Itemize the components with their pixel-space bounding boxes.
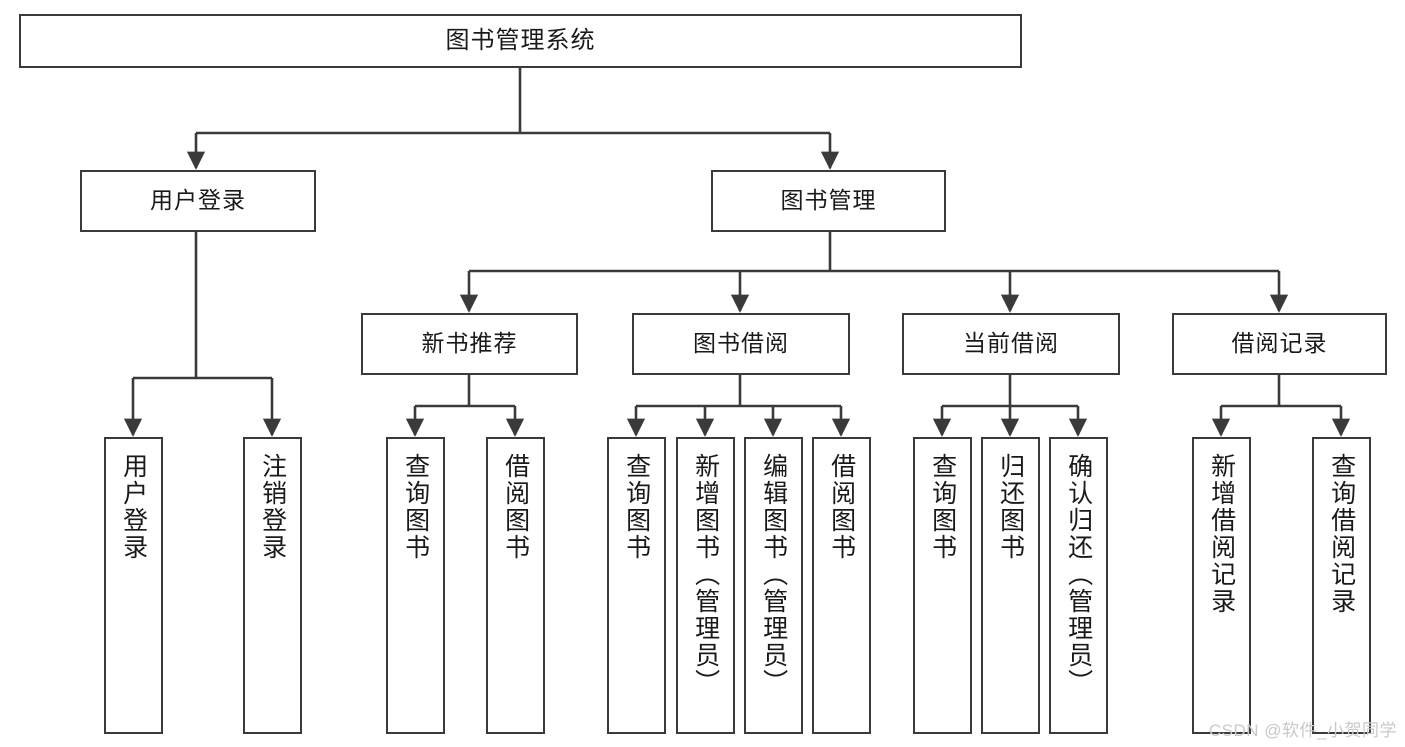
- node-leaf-add-record-label: 新增借阅记录: [1207, 453, 1236, 615]
- node-leaf-borrow-book-2[interactable]: 借阅图书: [812, 437, 871, 734]
- node-new-book-rec-label: 新书推荐: [421, 330, 518, 357]
- node-leaf-user-login-label: 用户登录: [119, 453, 148, 561]
- node-leaf-borrow-book-2-label: 借阅图书: [827, 453, 856, 561]
- node-leaf-return-book[interactable]: 归还图书: [981, 437, 1040, 734]
- node-leaf-edit-book-label: 编辑图书（管理员）: [759, 453, 788, 696]
- node-leaf-query-book-2[interactable]: 查询图书: [607, 437, 666, 734]
- node-leaf-edit-book[interactable]: 编辑图书（管理员）: [744, 437, 803, 734]
- node-leaf-return-book-label: 归还图书: [996, 453, 1025, 561]
- node-leaf-query-book-1-label: 查询图书: [401, 453, 430, 561]
- node-leaf-confirm-return-label: 确认归还（管理员）: [1064, 453, 1093, 696]
- node-root[interactable]: 图书管理系统: [19, 14, 1022, 68]
- node-book-manage[interactable]: 图书管理: [711, 170, 946, 232]
- node-book-borrow-label: 图书借阅: [693, 330, 789, 357]
- node-leaf-borrow-book-1[interactable]: 借阅图书: [486, 437, 545, 734]
- node-leaf-query-record[interactable]: 查询借阅记录: [1312, 437, 1371, 734]
- node-borrow-record[interactable]: 借阅记录: [1172, 313, 1387, 375]
- node-root-label: 图书管理系统: [445, 26, 596, 54]
- node-current-borrow[interactable]: 当前借阅: [902, 313, 1120, 375]
- node-leaf-query-record-label: 查询借阅记录: [1327, 453, 1356, 615]
- node-leaf-query-book-3[interactable]: 查询图书: [913, 437, 972, 734]
- node-leaf-add-book[interactable]: 新增图书（管理员）: [676, 437, 735, 734]
- node-leaf-confirm-return[interactable]: 确认归还（管理员）: [1049, 437, 1108, 734]
- node-leaf-logout-label: 注销登录: [258, 453, 287, 561]
- node-leaf-query-book-3-label: 查询图书: [928, 453, 957, 561]
- node-leaf-query-book-1[interactable]: 查询图书: [386, 437, 445, 734]
- watermark: CSDN @软件_小贺同学: [1208, 721, 1397, 740]
- node-leaf-user-login[interactable]: 用户登录: [104, 437, 163, 734]
- node-book-manage-label: 图书管理: [780, 187, 877, 214]
- node-user-login-label: 用户登录: [150, 187, 246, 214]
- node-new-book-rec[interactable]: 新书推荐: [361, 313, 578, 375]
- node-leaf-borrow-book-1-label: 借阅图书: [501, 453, 530, 561]
- node-leaf-logout[interactable]: 注销登录: [243, 437, 302, 734]
- node-leaf-add-record[interactable]: 新增借阅记录: [1192, 437, 1251, 734]
- node-leaf-add-book-label: 新增图书（管理员）: [691, 453, 720, 696]
- node-book-borrow[interactable]: 图书借阅: [632, 313, 850, 375]
- node-borrow-record-label: 借阅记录: [1231, 330, 1328, 357]
- node-leaf-query-book-2-label: 查询图书: [622, 453, 651, 561]
- node-user-login[interactable]: 用户登录: [80, 170, 316, 232]
- node-current-borrow-label: 当前借阅: [963, 330, 1059, 357]
